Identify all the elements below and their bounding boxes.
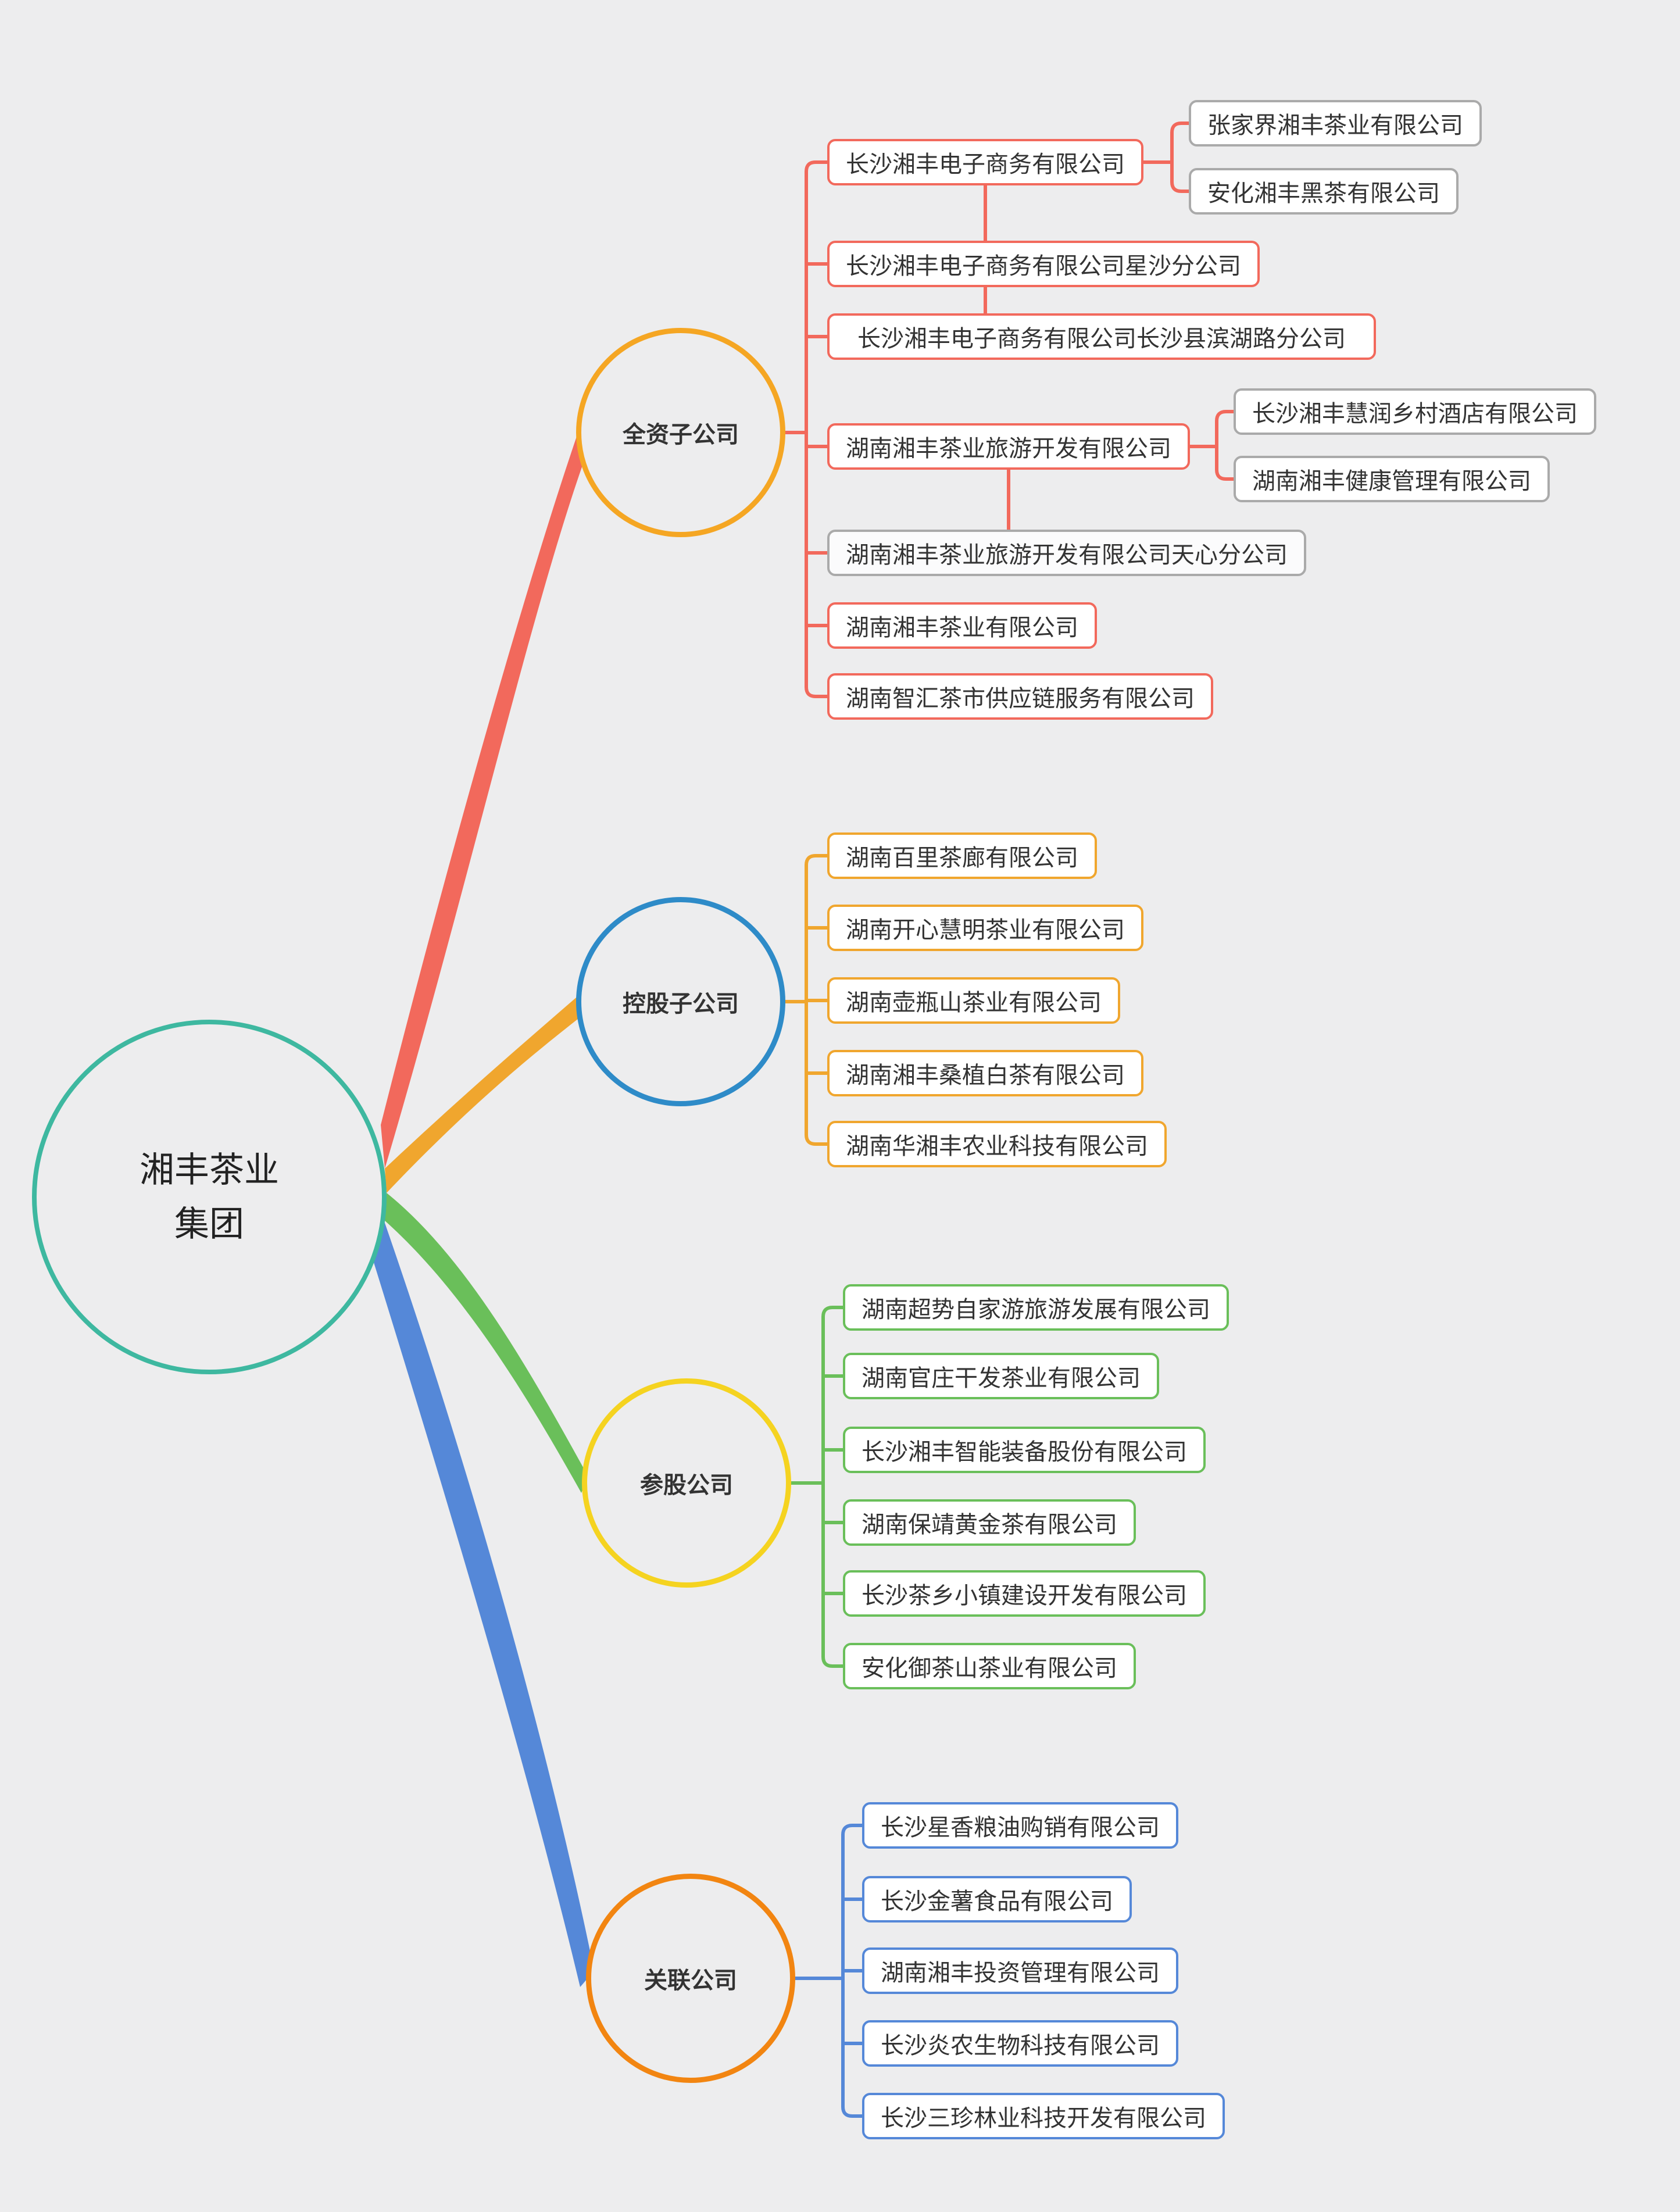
company-node[interactable]: 长沙湘丰电子商务有限公司长沙县滨湖路分公司 (827, 313, 1376, 360)
branch-label: 控股子公司 (623, 991, 739, 1017)
company-label: 湖南华湘丰农业科技有限公司 (846, 1134, 1148, 1159)
company-label: 安化湘丰黑茶有限公司 (1207, 181, 1440, 206)
company-subnode[interactable]: 张家界湘丰茶业有限公司 (1189, 100, 1482, 146)
company-subnode[interactable]: 长沙湘丰慧润乡村酒店有限公司 (1234, 388, 1596, 435)
company-node[interactable]: 长沙星香粮油购销有限公司 (862, 1802, 1178, 1849)
company-label: 湖南百里茶廊有限公司 (846, 845, 1078, 871)
company-label: 湖南湘丰桑植白茶有限公司 (846, 1063, 1125, 1088)
sub-bracket-tourism (1188, 410, 1235, 481)
company-node[interactable]: 长沙湘丰电子商务有限公司星沙分公司 (827, 241, 1260, 287)
company-node[interactable]: 湖南百里茶廊有限公司 (827, 832, 1097, 879)
company-label: 长沙湘丰电子商务有限公司 (846, 152, 1125, 177)
ribbon-holding (385, 994, 586, 1193)
branch-wholly-owned-subsidiaries[interactable]: 全资子公司 (576, 328, 785, 537)
company-label: 湖南湘丰茶业旅游开发有限公司天心分公司 (846, 542, 1288, 568)
trunk-line (821, 1306, 845, 1668)
stub-lines (805, 262, 829, 627)
company-label: 安化御茶山茶业有限公司 (862, 1656, 1117, 1681)
company-label: 长沙三珍林业科技开发有限公司 (881, 2106, 1206, 2131)
company-node[interactable]: 湖南湘丰茶业旅游开发有限公司 (827, 423, 1190, 470)
root-title-line2: 集团 (174, 1205, 244, 1243)
stub-lines (805, 926, 829, 1075)
company-label: 湖南保靖黄金茶有限公司 (862, 1512, 1117, 1538)
company-node[interactable]: 湖南开心慧明茶业有限公司 (827, 905, 1143, 951)
company-node[interactable]: 湖南湘丰茶业旅游开发有限公司天心分公司 (827, 530, 1306, 576)
company-node[interactable]: 湖南超势自家游旅游发展有限公司 (843, 1284, 1229, 1331)
company-label: 长沙茶乡小镇建设开发有限公司 (862, 1583, 1187, 1609)
company-label: 长沙星香粮油购销有限公司 (881, 1815, 1160, 1841)
company-label: 湖南湘丰健康管理有限公司 (1252, 469, 1531, 494)
company-label: 湖南湘丰茶业旅游开发有限公司 (846, 436, 1171, 462)
company-node[interactable]: 湖南湘丰投资管理有限公司 (862, 1947, 1178, 1994)
company-label: 湖南超势自家游旅游发展有限公司 (862, 1297, 1210, 1323)
ribbon-wholly-owned (381, 431, 587, 1168)
company-node[interactable]: 长沙金薯食品有限公司 (862, 1876, 1132, 1922)
stub-lines (841, 1897, 864, 2045)
company-label: 湖南湘丰投资管理有限公司 (881, 1960, 1160, 1986)
root-title-line1: 湘丰茶业 (140, 1150, 279, 1189)
company-node[interactable]: 湖南华湘丰农业科技有限公司 (827, 1121, 1167, 1167)
company-label: 湖南湘丰茶业有限公司 (846, 615, 1078, 641)
sub-bracket-ecommerce (1142, 122, 1191, 193)
company-node[interactable]: 长沙湘丰电子商务有限公司 (827, 139, 1143, 185)
company-node[interactable]: 湖南保靖黄金茶有限公司 (843, 1499, 1136, 1546)
branch-affiliated-companies[interactable]: 关联公司 (586, 1874, 795, 2083)
company-label: 长沙湘丰电子商务有限公司星沙分公司 (846, 253, 1241, 279)
company-label: 张家界湘丰茶业有限公司 (1207, 113, 1463, 138)
company-label: 长沙湘丰电子商务有限公司长沙县滨湖路分公司 (857, 326, 1346, 352)
company-subnode[interactable]: 湖南湘丰健康管理有限公司 (1234, 456, 1550, 502)
trunk-line (805, 160, 829, 698)
company-label: 长沙湘丰智能装备股份有限公司 (862, 1439, 1187, 1465)
company-node[interactable]: 湖南官庄干发茶业有限公司 (843, 1353, 1159, 1399)
company-node[interactable]: 湖南智汇茶市供应链服务有限公司 (827, 673, 1213, 720)
company-label: 长沙炎农生物科技有限公司 (881, 2033, 1160, 2059)
branch-label: 全资子公司 (623, 422, 739, 448)
ribbon-affiliated (372, 1220, 594, 1987)
root-node[interactable]: 湘丰茶业 集团 (32, 1020, 387, 1374)
branch-holding-subsidiaries[interactable]: 控股子公司 (576, 897, 785, 1106)
links-wholly-owned (780, 122, 1235, 698)
branch-label: 关联公司 (644, 1968, 737, 1993)
company-node[interactable]: 湖南壶瓶山茶业有限公司 (827, 977, 1120, 1024)
company-label: 湖南壶瓶山茶业有限公司 (846, 990, 1102, 1016)
links-affiliated (790, 1824, 864, 2118)
ribbon-equity (384, 1193, 588, 1493)
company-node[interactable]: 湖南湘丰茶业有限公司 (827, 602, 1097, 649)
company-subnode[interactable]: 安化湘丰黑茶有限公司 (1189, 168, 1459, 215)
vertical-sub-lines (984, 184, 1010, 531)
branch-label: 参股公司 (640, 1473, 733, 1498)
company-node[interactable]: 长沙湘丰智能装备股份有限公司 (843, 1427, 1206, 1473)
company-node[interactable]: 长沙茶乡小镇建设开发有限公司 (843, 1570, 1206, 1617)
company-label: 长沙湘丰慧润乡村酒店有限公司 (1252, 401, 1578, 427)
company-node[interactable]: 长沙炎农生物科技有限公司 (862, 2020, 1178, 2067)
company-label: 湖南开心慧明茶业有限公司 (846, 917, 1125, 943)
company-label: 湖南智汇茶市供应链服务有限公司 (846, 686, 1195, 712)
company-label: 湖南官庄干发茶业有限公司 (862, 1366, 1141, 1391)
company-node[interactable]: 安化御茶山茶业有限公司 (843, 1643, 1136, 1689)
links-equity (786, 1306, 845, 1668)
company-node[interactable]: 长沙三珍林业科技开发有限公司 (862, 2093, 1225, 2139)
company-node[interactable]: 湖南湘丰桑植白茶有限公司 (827, 1050, 1143, 1096)
links-holding (780, 854, 829, 1146)
company-label: 长沙金薯食品有限公司 (881, 1889, 1113, 1914)
stub-lines (821, 1374, 845, 1595)
branch-equity-companies[interactable]: 参股公司 (582, 1378, 791, 1588)
